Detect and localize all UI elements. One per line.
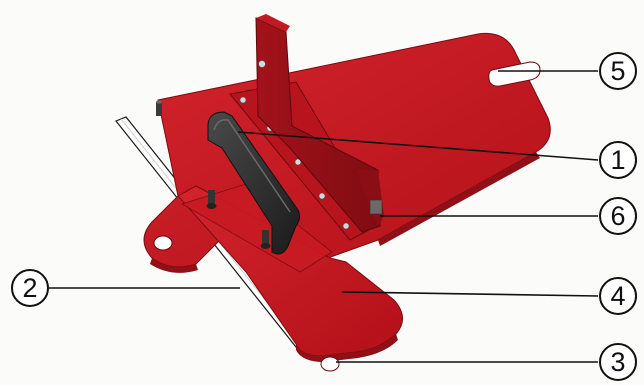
mount-hole <box>321 357 339 371</box>
callout-5-label: 5 <box>610 56 625 86</box>
callout-2-label: 2 <box>22 273 37 303</box>
callout-5: 5 <box>600 53 636 89</box>
callout-4-label: 4 <box>610 281 625 311</box>
callout-6-label: 6 <box>610 201 625 231</box>
callout-2: 2 <box>12 270 48 306</box>
callout-6: 6 <box>600 198 636 234</box>
callout-4: 4 <box>600 278 636 314</box>
callout-1-label: 1 <box>610 145 625 175</box>
callout-1: 1 <box>600 142 636 178</box>
round-hole <box>154 236 172 250</box>
callout-3-label: 3 <box>610 347 625 377</box>
callout-3: 3 <box>600 344 636 380</box>
